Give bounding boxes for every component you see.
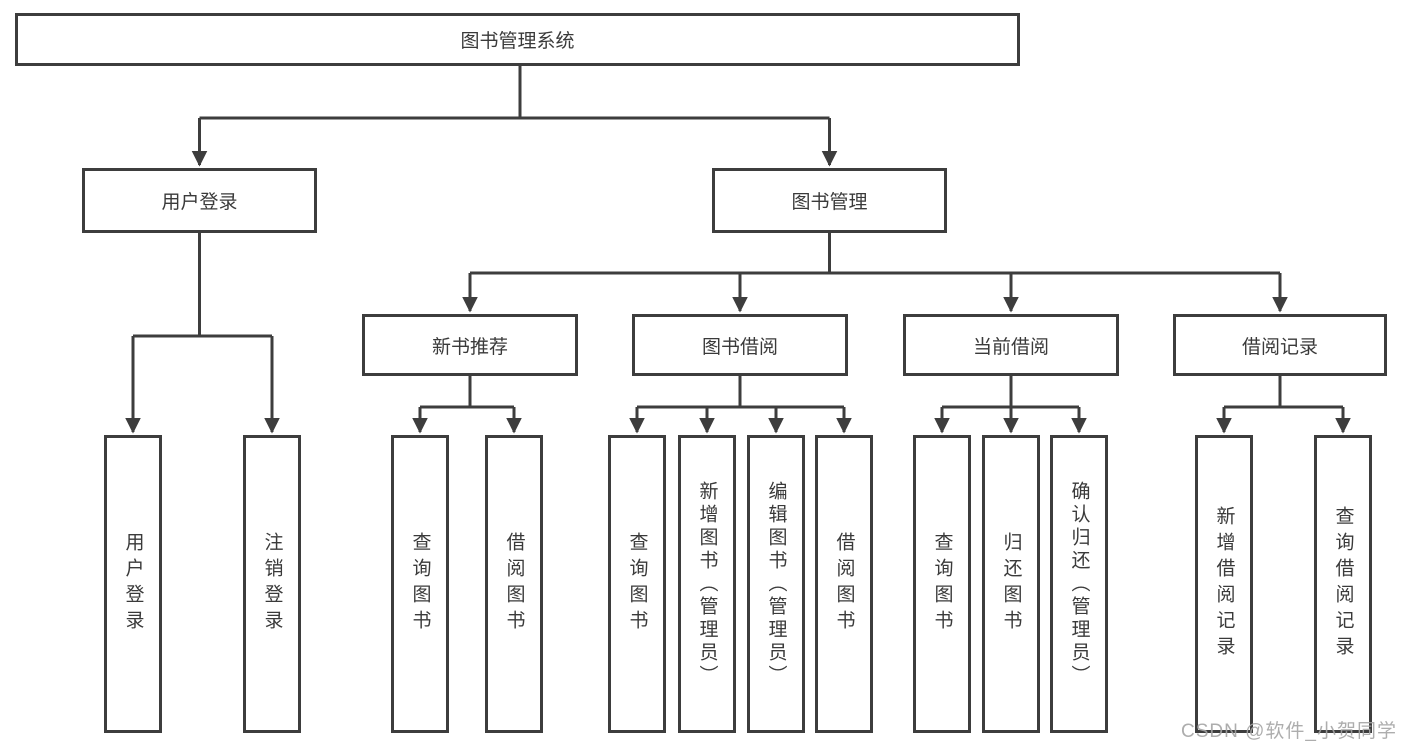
node-add-books-admin: 新增图书（管理员） [678,435,736,733]
node-borrowing-records-label: 借阅记录 [1241,336,1318,358]
node-new-book-recommend: 新书推荐 [362,314,578,376]
node-new-book-recommend-label: 新书推荐 [431,336,508,358]
node-query-books-borrowing: 查询图书 [608,435,666,733]
connector-borrowing-records-children [1216,376,1351,434]
node-borrow-books-recommend-label: 借阅图书 [503,532,525,636]
node-book-borrowing-label: 图书借阅 [701,336,778,358]
node-add-borrow-record-label: 新增借阅记录 [1213,506,1235,662]
connector-new-book-recommend-children [412,376,522,434]
node-book-borrowing: 图书借阅 [632,314,848,376]
node-borrow-books-borrowing: 借阅图书 [815,435,873,733]
watermark: CSDN @软件_小贺同学 [1181,721,1397,742]
node-user-login-action: 用户登录 [104,435,162,733]
node-add-borrow-record: 新增借阅记录 [1195,435,1253,733]
node-query-books-recommend: 查询图书 [391,435,449,733]
node-user-login-action-label: 用户登录 [122,532,144,636]
node-query-books-recommend-label: 查询图书 [409,532,431,636]
node-book-management: 图书管理 [712,168,947,233]
node-return-books: 归还图书 [982,435,1040,733]
node-edit-books-admin-label: 编辑图书（管理员） [765,480,787,688]
node-user-login: 用户登录 [82,168,317,233]
node-logout-login: 注销登录 [243,435,301,733]
connector-user-login-children [125,233,280,434]
node-borrowing-records: 借阅记录 [1173,314,1387,376]
node-logout-login-label: 注销登录 [261,532,283,636]
node-book-management-label: 图书管理 [791,192,868,213]
node-root-label: 图书管理系统 [460,31,575,52]
node-borrow-books-recommend: 借阅图书 [485,435,543,733]
node-query-borrow-record-label: 查询借阅记录 [1332,506,1354,662]
connector-root-to-level2 [191,66,838,167]
node-borrow-books-borrowing-label: 借阅图书 [833,532,855,636]
node-confirm-return-admin-label: 确认归还（管理员） [1068,480,1090,688]
node-confirm-return-admin: 确认归还（管理员） [1050,435,1108,733]
node-current-borrowing-label: 当前借阅 [972,336,1049,358]
connector-book-management-children [462,233,1288,313]
connector-current-borrowing-children [934,376,1087,434]
node-query-books-current: 查询图书 [913,435,971,733]
node-user-login-label: 用户登录 [161,192,238,213]
node-query-books-current-label: 查询图书 [931,532,953,636]
node-query-borrow-record: 查询借阅记录 [1314,435,1372,733]
node-root: 图书管理系统 [15,13,1020,66]
node-current-borrowing: 当前借阅 [903,314,1119,376]
node-query-books-borrowing-label: 查询图书 [626,532,648,636]
node-edit-books-admin: 编辑图书（管理员） [747,435,805,733]
node-return-books-label: 归还图书 [1000,532,1022,636]
connector-book-borrowing-children [629,376,852,434]
node-add-books-admin-label: 新增图书（管理员） [696,480,718,688]
